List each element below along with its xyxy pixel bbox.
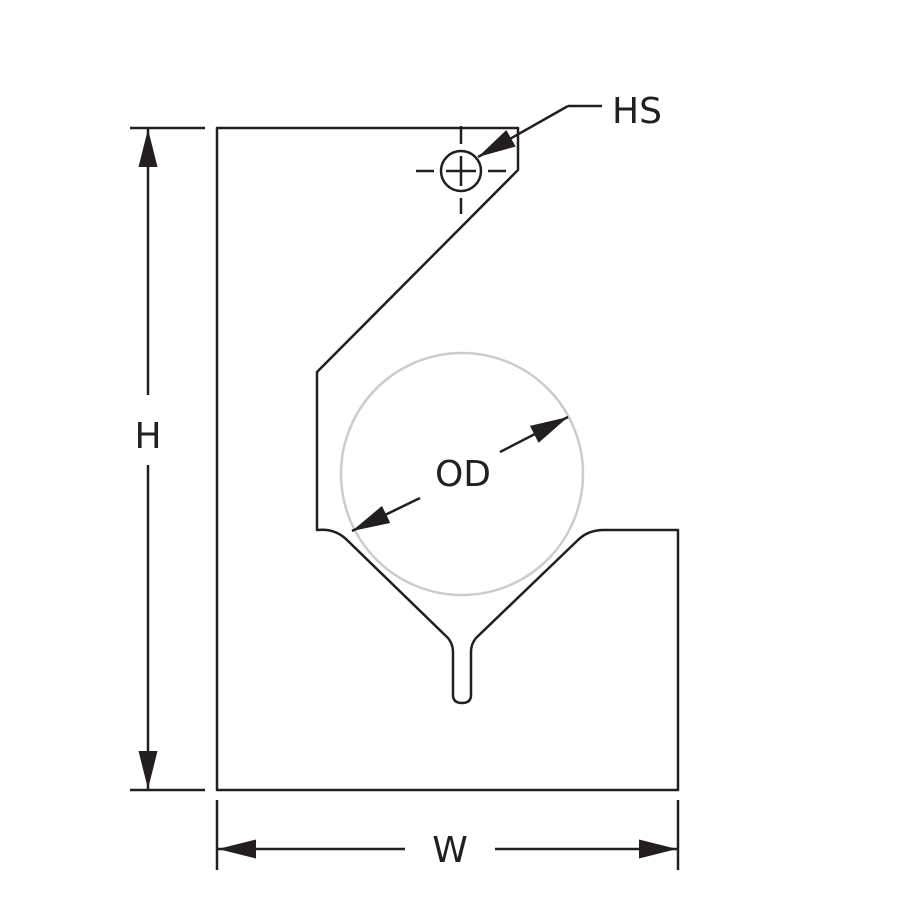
od-label: OD [435,454,491,495]
od-dimension [351,415,569,533]
height-label: H [134,416,161,457]
hs-label: HS [612,91,662,132]
pipe-outline-circle [339,351,585,597]
hole-icon [416,126,506,214]
hs-leader [477,104,602,159]
v-block-outline [215,126,680,792]
height-dimension [130,126,205,792]
width-dimension [215,800,680,870]
width-label: W [432,830,468,871]
